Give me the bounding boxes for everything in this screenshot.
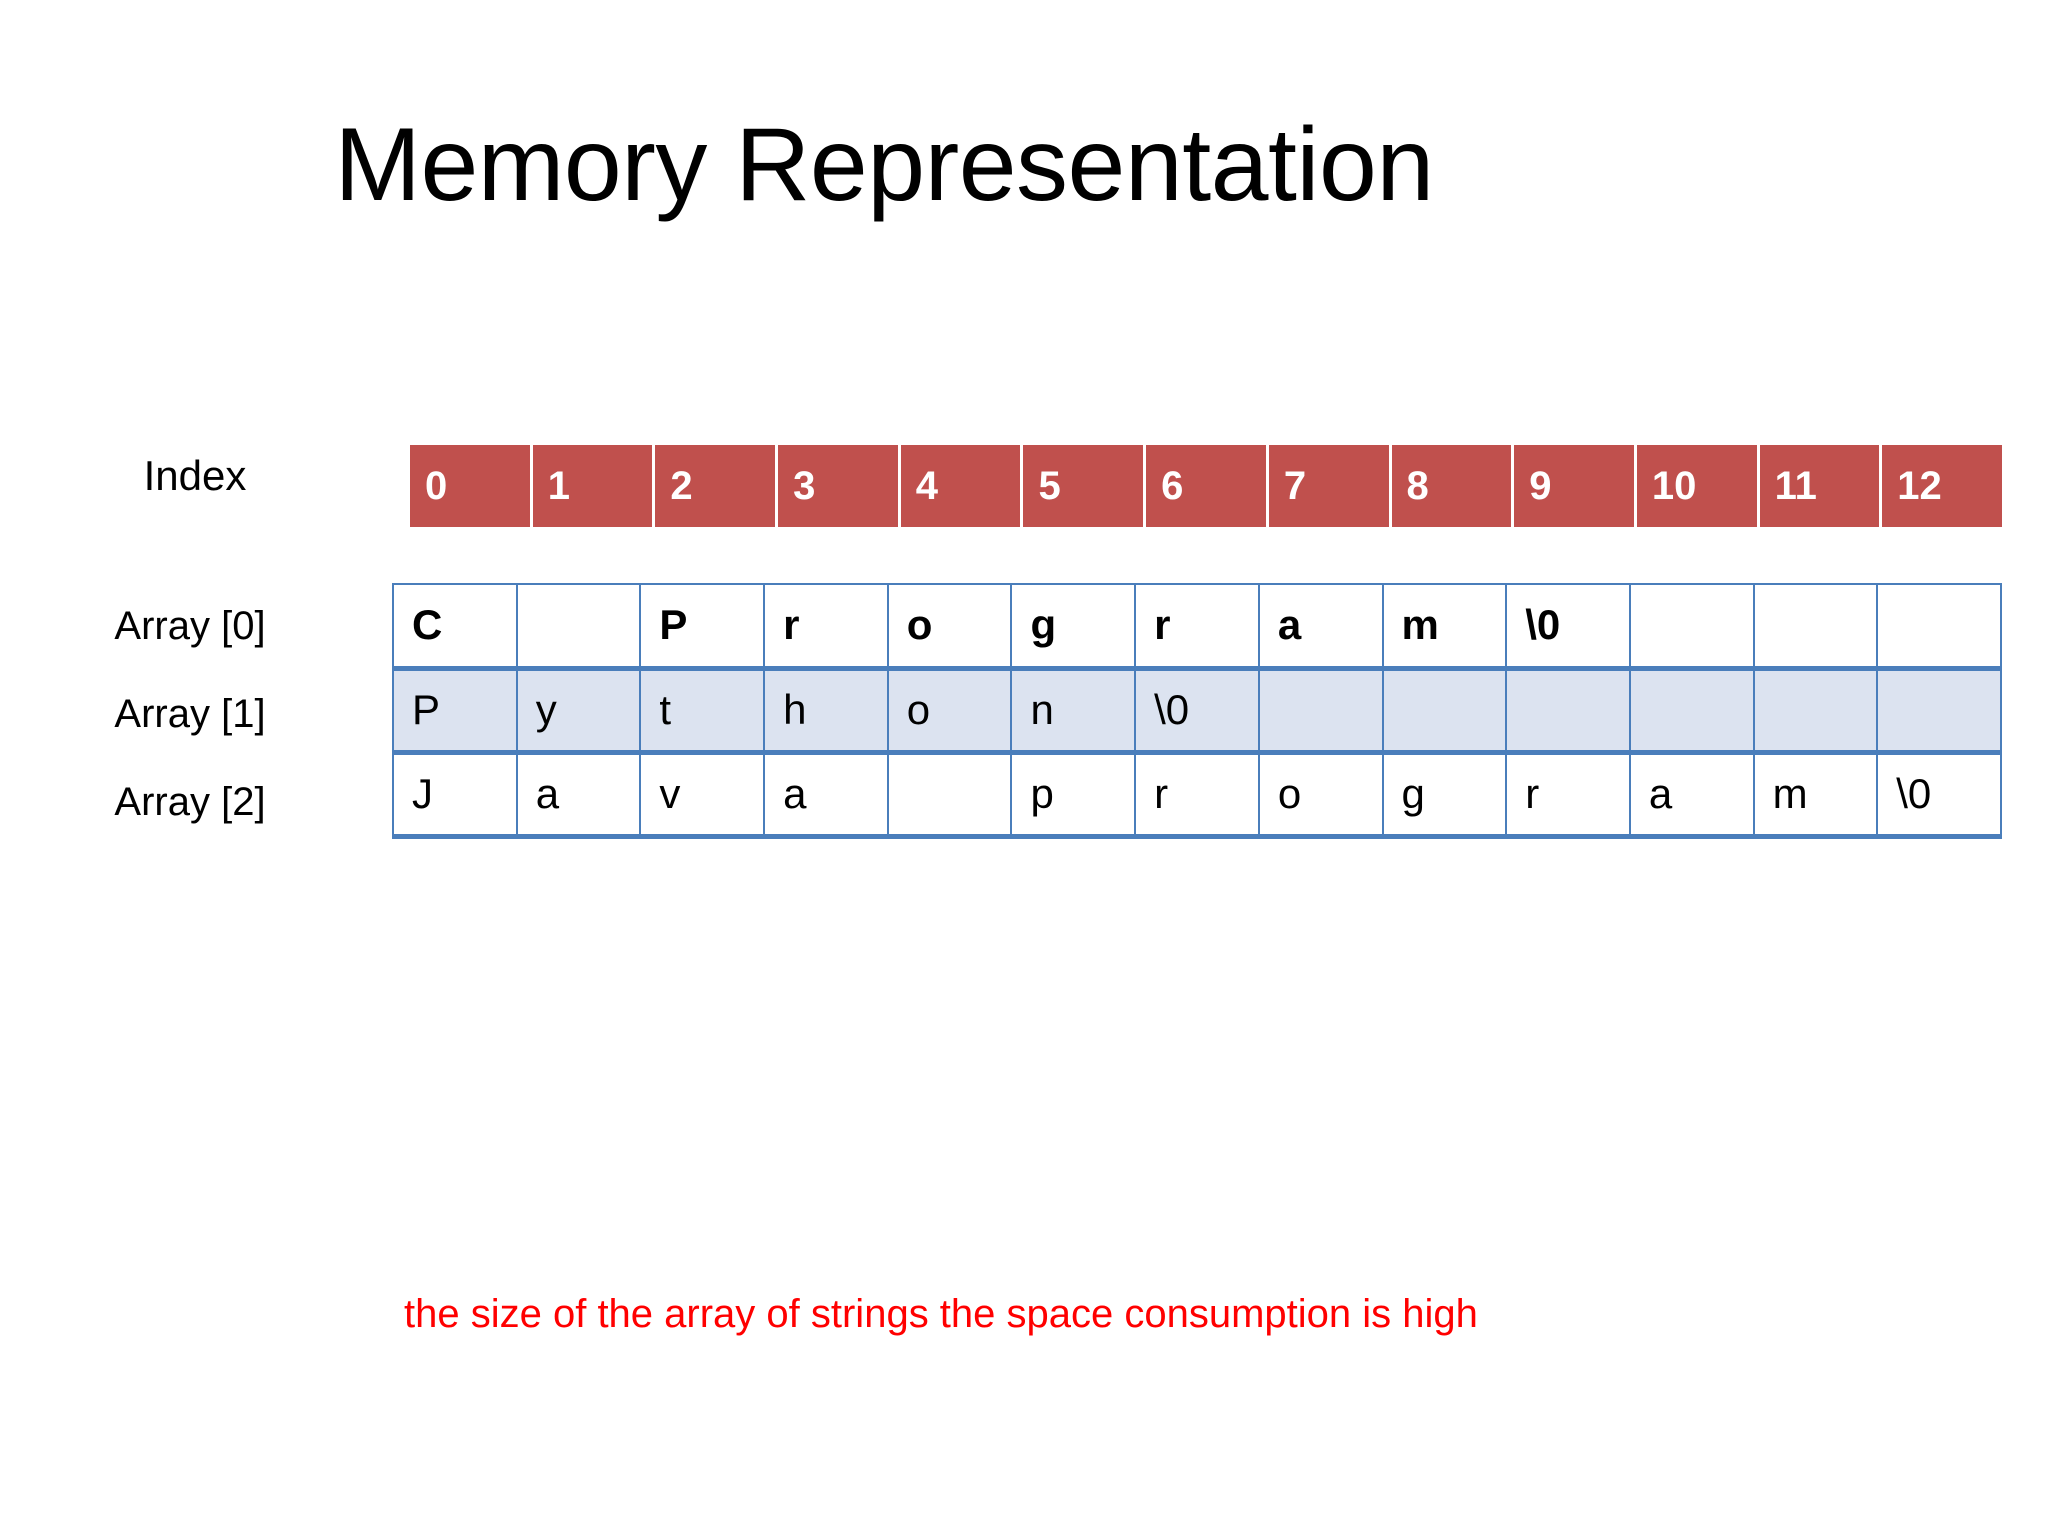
memory-cell-r0-c4: o — [886, 583, 1013, 669]
memory-cell-r2-c9: r — [1505, 751, 1631, 839]
index-cell-9: 9 — [1514, 445, 1637, 527]
memory-cell-r1-c7 — [1257, 665, 1384, 755]
memory-cell-r2-c10: a — [1628, 751, 1755, 839]
memory-cell-r0-c2: P — [639, 583, 766, 669]
memory-cell-r0-c0: C — [392, 583, 518, 669]
index-cell-5: 5 — [1023, 445, 1147, 527]
memory-cell-r1-c12 — [1876, 665, 2002, 755]
memory-cell-r1-c1: y — [515, 665, 642, 755]
index-cell-2: 2 — [655, 445, 779, 527]
memory-cell-r0-c8: m — [1381, 583, 1508, 669]
array-row-label-0: Array [0] — [114, 604, 266, 648]
memory-cell-r0-c5: g — [1010, 583, 1137, 669]
index-cell-12: 12 — [1882, 445, 2002, 527]
memory-cell-r1-c5: n — [1010, 665, 1137, 755]
index-cell-7: 7 — [1268, 445, 1392, 527]
index-cell-3: 3 — [778, 445, 901, 527]
memory-cell-r1-c11 — [1752, 665, 1879, 755]
index-cell-10: 10 — [1636, 445, 1760, 527]
memory-cell-r1-c3: h — [763, 665, 889, 755]
memory-cell-r2-c0: J — [392, 751, 518, 839]
memory-cell-r2-c12: \0 — [1876, 751, 2002, 839]
array-row-label-2: Array [2] — [114, 780, 266, 824]
memory-cell-r2-c5: p — [1010, 751, 1137, 839]
memory-cell-r1-c0: P — [392, 665, 518, 755]
index-cell-0: 0 — [410, 445, 533, 527]
page-title: Memory Representation — [334, 107, 1434, 223]
memory-cell-r2-c11: m — [1752, 751, 1879, 839]
memory-cell-r1-c9 — [1505, 665, 1631, 755]
memory-cell-r1-c10 — [1628, 665, 1755, 755]
caption-text: the size of the array of strings the spa… — [404, 1292, 1478, 1336]
memory-cell-r2-c8: g — [1381, 751, 1508, 839]
index-row-label: Index — [143, 452, 247, 499]
index-cell-4: 4 — [900, 445, 1024, 527]
memory-cell-r1-c8 — [1381, 665, 1508, 755]
memory-cell-r0-c1 — [515, 583, 642, 669]
memory-cell-r0-c7: a — [1257, 583, 1384, 669]
memory-cell-r0-c10 — [1628, 583, 1755, 669]
memory-cell-r0-c12 — [1876, 583, 2002, 669]
memory-cell-r0-c9: \0 — [1505, 583, 1631, 669]
memory-cell-r0-c6: r — [1134, 583, 1260, 669]
index-cell-6: 6 — [1146, 445, 1269, 527]
memory-cell-r1-c2: t — [639, 665, 766, 755]
memory-cell-r2-c4 — [886, 751, 1013, 839]
memory-cell-r0-c11 — [1752, 583, 1879, 669]
memory-cell-r2-c1: a — [515, 751, 642, 839]
index-cell-1: 1 — [532, 445, 656, 527]
index-cell-8: 8 — [1391, 445, 1515, 527]
array-row-label-1: Array [1] — [114, 692, 266, 736]
memory-cell-r0-c3: r — [763, 583, 889, 669]
memory-cell-r2-c3: a — [763, 751, 889, 839]
memory-cell-r2-c7: o — [1257, 751, 1384, 839]
memory-cell-r2-c6: r — [1134, 751, 1260, 839]
index-cell-11: 11 — [1759, 445, 1883, 527]
memory-cell-r1-c6: \0 — [1134, 665, 1260, 755]
memory-cell-r2-c2: v — [639, 751, 766, 839]
memory-cell-r1-c4: o — [886, 665, 1013, 755]
